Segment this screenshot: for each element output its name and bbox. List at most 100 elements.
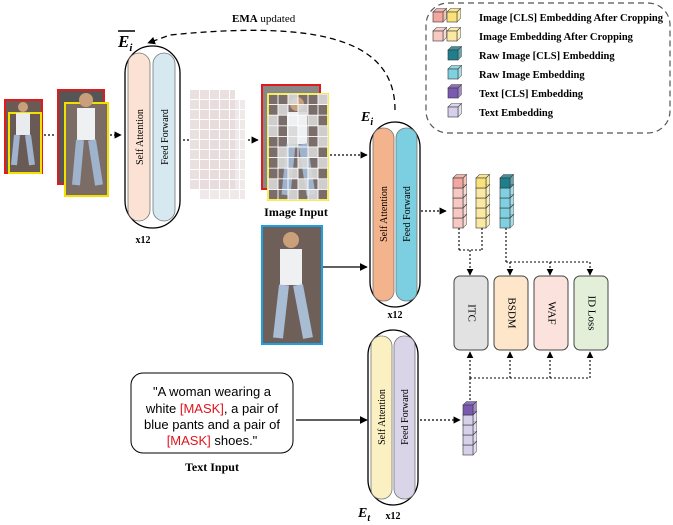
- image-feed-forward-block: [395, 127, 418, 302]
- legend: Image [CLS] Embedding After CroppingImag…: [425, 2, 671, 134]
- mask-patch: [277, 146, 289, 158]
- legend-swatch: [447, 83, 463, 99]
- text-encoder-symbol: Et: [357, 506, 371, 524]
- mask-patch: [267, 178, 279, 190]
- embedding-stack: [475, 173, 491, 229]
- legend-label: Image Embedding After Cropping: [479, 32, 634, 43]
- raw-image-input: [261, 225, 368, 345]
- mask-patch: [267, 125, 279, 137]
- loss-connectors: [458, 228, 594, 400]
- image-embeddings: [452, 173, 515, 229]
- mask-patch: [297, 104, 309, 116]
- image-encoder-symbol: Ei: [360, 110, 373, 128]
- loss-box-bsdm: BSDM: [493, 275, 529, 351]
- image-encoder: Ei Self Attention Feed Forward x12: [360, 110, 421, 321]
- mask-patch: [307, 114, 319, 127]
- mask-patch: [317, 157, 329, 169]
- cls-embedding: [452, 173, 468, 189]
- text-input-line-2: white [MASK], a pair of: [145, 401, 279, 416]
- loss-box-itc: ITC: [453, 275, 489, 351]
- legend-label: Raw Image [CLS] Embedding: [479, 51, 615, 62]
- crop-thumbnail-1: [4, 99, 43, 174]
- loss-label: ID Loss: [585, 295, 597, 330]
- mask-patch: [297, 157, 309, 169]
- legend-swatch: [432, 26, 448, 42]
- mask-patch: [287, 125, 299, 137]
- legend-label: Raw Image Embedding: [479, 70, 585, 81]
- image-encoder-repeat: x12: [388, 310, 403, 321]
- embedding-stack: [499, 173, 515, 229]
- text-cls-embedding: [462, 400, 478, 416]
- legend-item: Raw Image [CLS] Embedding: [447, 45, 615, 62]
- patch-grid: [183, 90, 259, 200]
- image-self-attention-label: Self Attention: [379, 186, 390, 242]
- text-feed-forward-label: Feed Forward: [400, 389, 411, 445]
- text-input-line-1: "A woman wearing a: [153, 384, 272, 399]
- mask-patch: [317, 189, 329, 201]
- mask-patch: [277, 157, 289, 169]
- mask-patch: [287, 189, 299, 201]
- ema-arrow: [147, 29, 396, 111]
- legend-label: Image [CLS] Embedding After Cropping: [479, 13, 664, 24]
- mask-patch: [287, 136, 299, 148]
- text-input-label: Text Input: [185, 460, 239, 474]
- embedding-stack: [452, 173, 468, 229]
- legend-swatch: [447, 102, 463, 118]
- mask-patch: [267, 114, 279, 127]
- mask-patch: [307, 146, 319, 158]
- text-input-line-4: [MASK] shoes.": [167, 433, 258, 448]
- mask-patch: [287, 167, 299, 180]
- legend-label: Text Embedding: [479, 108, 554, 119]
- legend-item: Raw Image Embedding: [447, 64, 585, 81]
- mask-patch: [317, 178, 329, 190]
- text-feed-forward-block: [393, 335, 416, 500]
- loss-boxes: ITC BSDM WAF ID Loss: [453, 275, 609, 351]
- ema-self-attention-block: [127, 52, 151, 222]
- ema-self-attention-label: Self Attention: [135, 109, 146, 165]
- image-input-masked: Image Input: [261, 84, 329, 219]
- image-feed-forward-label: Feed Forward: [402, 186, 413, 242]
- legend-label: Text [CLS] Embedding: [479, 89, 584, 100]
- cropped-images: [4, 89, 122, 197]
- loss-label: ITC: [465, 304, 477, 322]
- mask-patch: [307, 189, 319, 201]
- ema-label: EMA updated: [232, 13, 296, 25]
- legend-item: Image Embedding After Cropping: [432, 26, 634, 43]
- legend-swatch: [432, 7, 448, 23]
- text-encoder-repeat: x12: [386, 511, 401, 522]
- ema-update: EMA updated: [147, 13, 396, 111]
- loss-box-waf: WAF: [533, 275, 569, 351]
- legend-items: Image [CLS] Embedding After CroppingImag…: [432, 7, 664, 119]
- legend-swatch: [447, 45, 463, 61]
- ema-feed-forward-label: Feed Forward: [160, 109, 171, 165]
- text-input: "A woman wearing a white [MASK], a pair …: [130, 372, 368, 474]
- ema-encoder-repeat: x12: [136, 235, 151, 246]
- legend-box: [425, 2, 671, 134]
- ema-encoder-symbol: Ei: [117, 32, 133, 54]
- legend-item: Text Embedding: [447, 102, 554, 119]
- cls-embedding: [499, 173, 515, 189]
- mask-patch: [277, 104, 289, 116]
- loss-label: BSDM: [505, 297, 517, 328]
- mask-patch: [307, 167, 319, 180]
- loss-box-id-loss: ID Loss: [573, 275, 609, 351]
- mask-patch: [317, 125, 329, 137]
- image-input-label: Image Input: [264, 205, 328, 219]
- cls-embedding: [475, 173, 491, 189]
- crop-thumbnail-2: [57, 89, 109, 197]
- mask-patch: [287, 93, 299, 105]
- text-embeddings: [462, 400, 478, 456]
- mask-grid: [267, 93, 329, 201]
- ema-image-encoder: Ei Self Attention Feed Forward x12: [117, 30, 181, 246]
- legend-item: Image [CLS] Embedding After Cropping: [432, 7, 664, 24]
- text-input-box: [130, 372, 294, 454]
- loss-label: WAF: [545, 301, 557, 324]
- text-self-attention-label: Self Attention: [377, 389, 388, 445]
- text-input-line-3: blue pants and a pair of: [144, 417, 280, 432]
- legend-item: Text [CLS] Embedding: [447, 83, 584, 100]
- legend-swatch: [447, 64, 463, 80]
- mask-patch: [297, 178, 309, 190]
- image-self-attention-block: [372, 127, 395, 302]
- text-encoder: Self Attention Feed Forward Et x12: [357, 329, 419, 524]
